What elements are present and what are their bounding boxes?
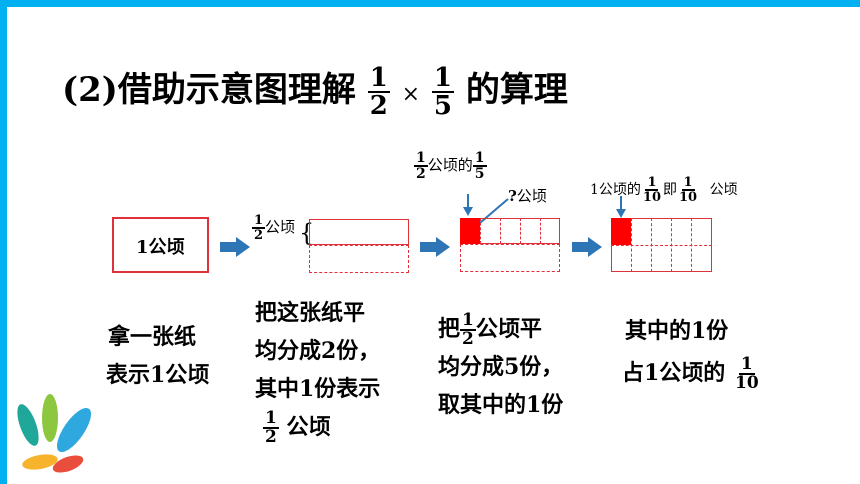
top-bar [0, 0, 860, 7]
half-bottom-box [309, 245, 409, 273]
arrow-2-icon [420, 237, 450, 257]
step3-caption: 把 1 2 公顷平 均分成5份， 取其中的1份 [438, 310, 564, 419]
step3-bottom-row [460, 244, 560, 272]
down-arrow-icon [616, 196, 626, 218]
step2-caption: 把这张纸平 均分成2份， 其中1份表示 1 2 公顷 [255, 300, 381, 447]
times-sign: × [401, 82, 421, 107]
brace: { [299, 219, 315, 247]
step1-caption: 拿一张纸 表示1公顷 [106, 324, 210, 388]
step4-caption: 其中的1份 占1公顷的 1 10 [622, 318, 759, 393]
step3-fill [460, 218, 480, 244]
title-prefix: (2)借助示意图理解 [62, 70, 356, 110]
half-top-box [309, 219, 409, 245]
title-fraction-1: 1 2 [367, 63, 390, 121]
step4-fill [611, 218, 631, 245]
arrow-1-icon [220, 237, 250, 257]
title-fraction-2: 1 5 [431, 63, 454, 121]
step3-top-label: 1 2 公顷的 1 5 [414, 150, 487, 182]
step4-top-label: 1公顷的 1 10 即 1 10 公顷 [590, 175, 738, 205]
one-hectare-label: 1公顷 [136, 237, 185, 258]
title: (2)借助示意图理解 1 2 × 1 5 的算理 [62, 62, 568, 119]
leaf-decoration-icon [17, 394, 92, 473]
question-label: ?公顷 [508, 187, 547, 205]
half-hectare-label: 1 2 公顷 [252, 213, 296, 243]
one-hectare-box: 1公顷 [112, 217, 209, 273]
arrow-3-icon [572, 237, 602, 257]
title-suffix: 的算理 [465, 70, 568, 110]
left-bar [0, 0, 7, 484]
down-arrow-icon [463, 194, 473, 216]
